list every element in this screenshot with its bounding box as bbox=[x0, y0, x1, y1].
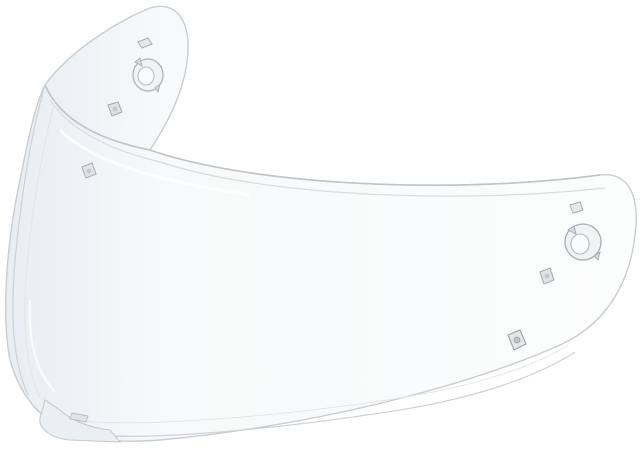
visor-top-rim-inner bbox=[49, 99, 606, 197]
left-upper-clip bbox=[137, 37, 153, 49]
right-pivot-mount bbox=[564, 223, 602, 261]
visor-bottom-edge-inner bbox=[74, 344, 569, 424]
left-lower-clip bbox=[107, 101, 123, 117]
visor-highlight bbox=[58, 128, 251, 197]
visor-left-edge-inner bbox=[24, 99, 56, 399]
visor-left-edge bbox=[12, 84, 46, 396]
visor-lens bbox=[4, 5, 637, 442]
visor-highlight-lower bbox=[28, 299, 56, 393]
visor-lift-tab bbox=[39, 399, 122, 443]
right-lower-pin bbox=[507, 329, 527, 351]
right-upper-clip bbox=[569, 201, 584, 214]
right-middle-clip bbox=[539, 267, 555, 285]
visor-bottom-edge bbox=[69, 351, 576, 437]
left-side-pin bbox=[81, 162, 97, 179]
visor-lift-tab-detail bbox=[69, 412, 89, 423]
visor-top-rim bbox=[44, 84, 601, 186]
left-pivot-mount bbox=[132, 57, 164, 94]
